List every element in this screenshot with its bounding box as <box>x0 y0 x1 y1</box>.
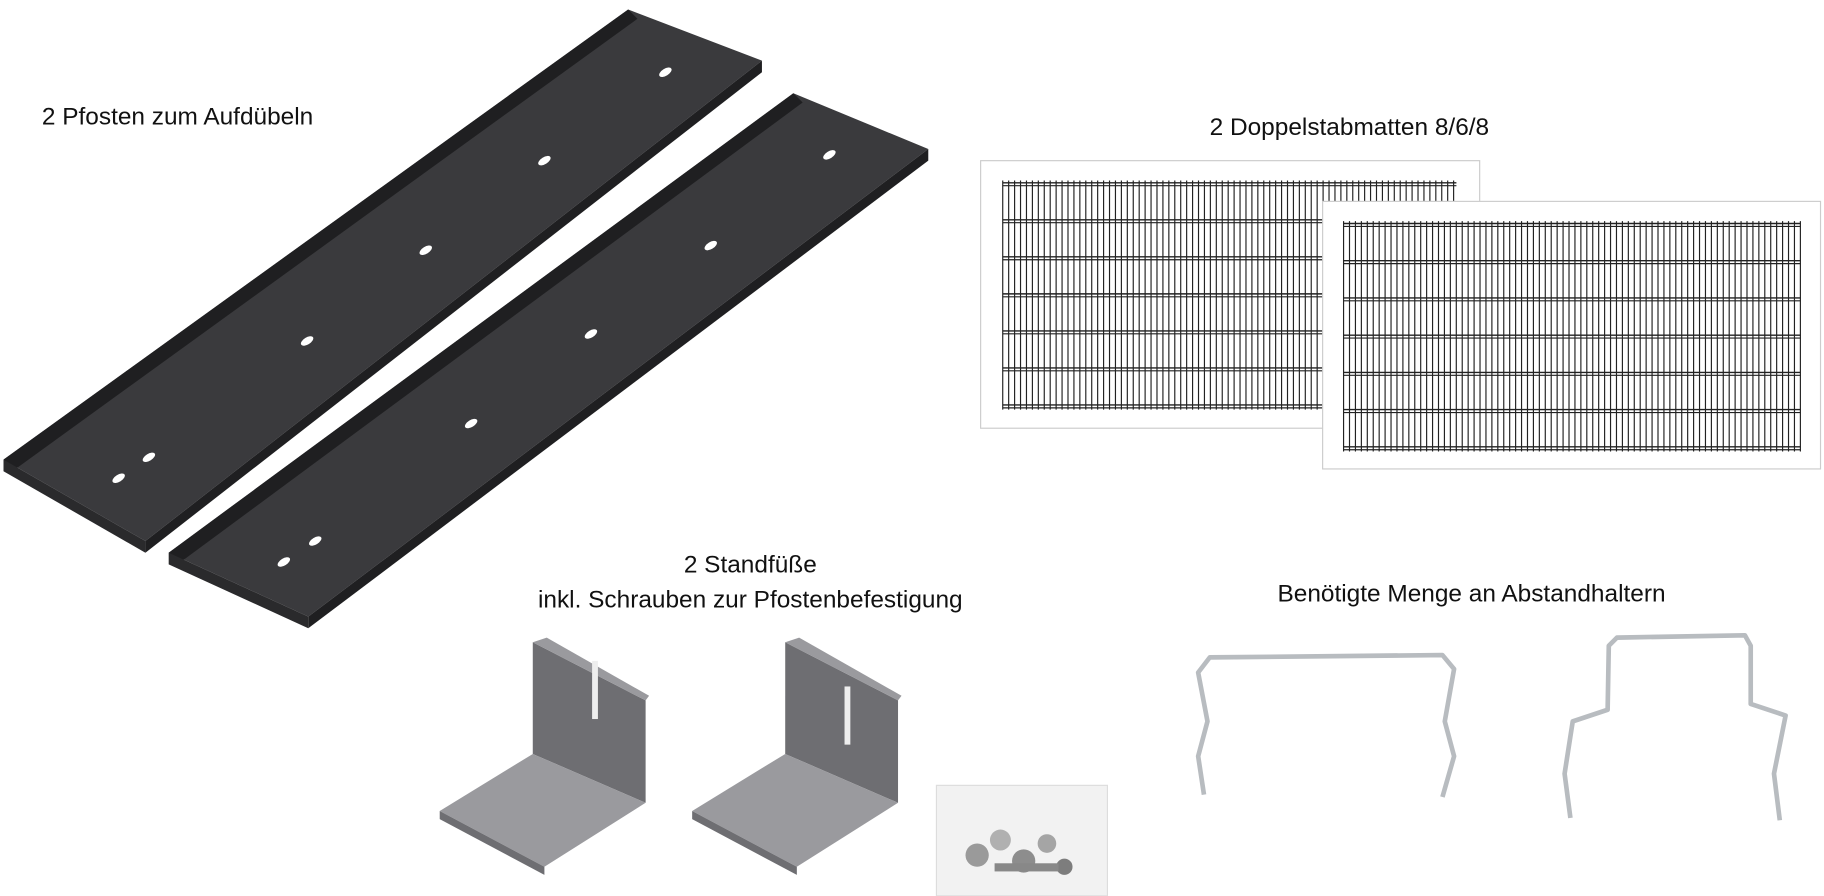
feet-sublabel: inkl. Schrauben zur Pfostenbefestigung <box>538 586 963 613</box>
feet-label: 2 Standfüße <box>684 551 817 578</box>
posts-label: 2 Pfosten zum Aufdübeln <box>42 104 313 131</box>
post-2 <box>168 93 929 629</box>
mounting-slot <box>538 155 551 166</box>
mesh-panel-2 <box>1322 200 1822 470</box>
spacers-label: Benötigte Menge an Abstandhaltern <box>1277 581 1665 608</box>
mounting-slot <box>142 452 156 463</box>
mounting-slot <box>704 240 717 251</box>
mounting-slot <box>584 329 598 339</box>
foot-bracket-1 <box>439 637 650 875</box>
foot-bracket-2 <box>692 637 902 875</box>
mounting-slot <box>659 67 672 78</box>
mounting-slot <box>277 557 291 567</box>
spacer-clip-1 <box>1195 652 1457 798</box>
mats-label: 2 Doppelstabmatten 8/6/8 <box>1210 114 1490 141</box>
post-1 <box>3 9 762 553</box>
spacer-clip-2 <box>1562 632 1788 821</box>
post-slots <box>112 67 836 567</box>
mounting-slot <box>309 536 322 546</box>
mounting-slot <box>464 418 478 429</box>
mounting-slot <box>419 245 432 255</box>
mesh-grid <box>1342 221 1801 452</box>
mounting-slot <box>112 473 125 483</box>
screw-bag <box>935 784 1109 896</box>
mounting-slot <box>300 336 314 346</box>
mounting-slot <box>823 150 836 160</box>
